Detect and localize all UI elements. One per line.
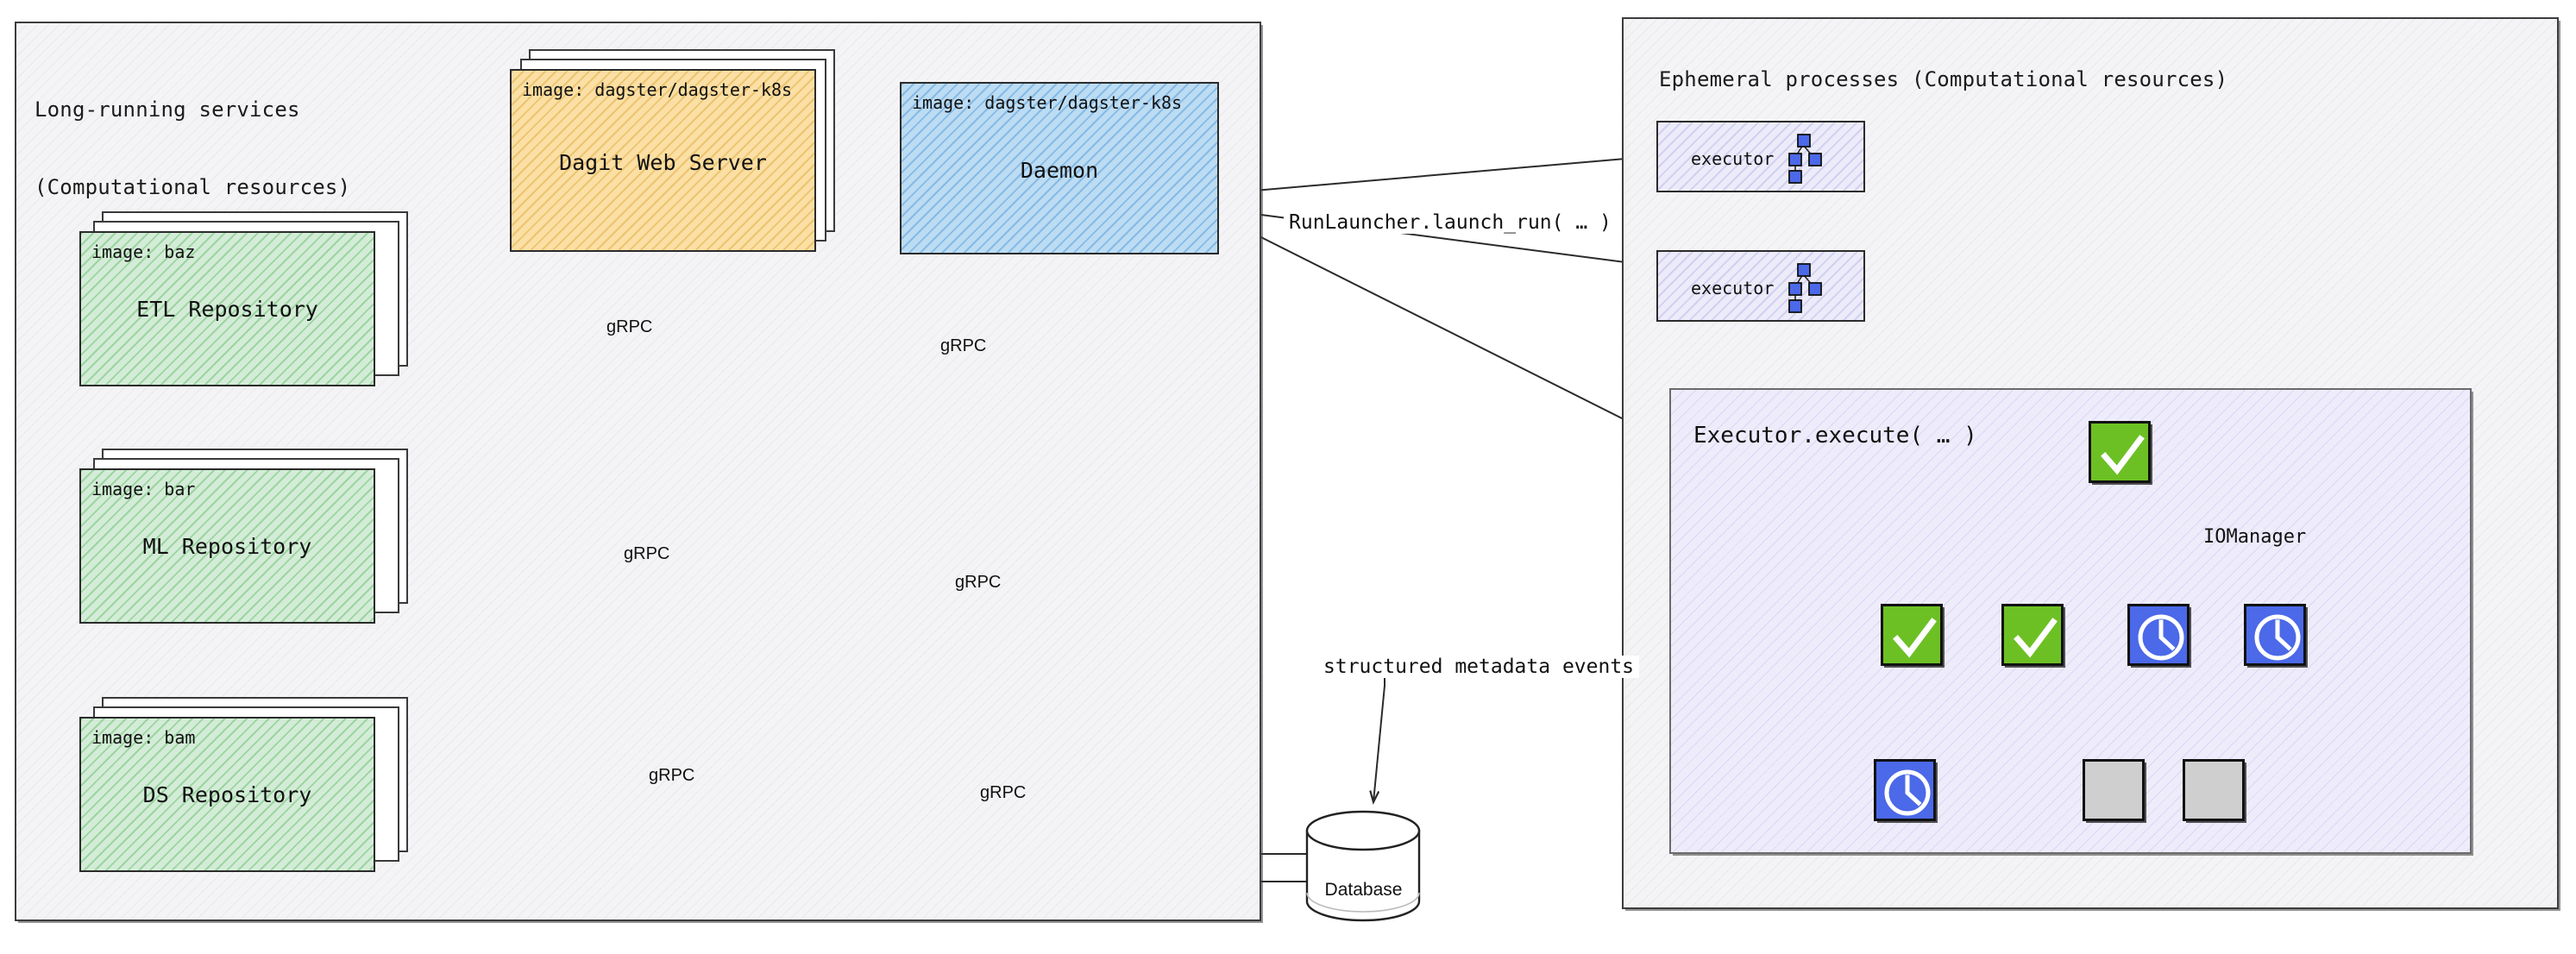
- grpc-label-1: gRPC: [606, 317, 653, 336]
- dag-node-e[interactable]: [1874, 759, 1936, 821]
- daemon-image-label: image: dagster/dagster-k8s: [912, 92, 1183, 113]
- executor-box-2[interactable]: executor: [1656, 250, 1865, 322]
- repo-ds-title: DS Repository: [142, 782, 312, 807]
- dagit-image-label: image: dagster/dagster-k8s: [522, 79, 793, 100]
- dag-node-a[interactable]: [1881, 604, 1943, 666]
- dag-node-d[interactable]: [2244, 604, 2306, 666]
- dag-node-f[interactable]: [2083, 759, 2145, 821]
- grpc-label-4: gRPC: [955, 573, 1002, 592]
- panel-executor-execute: [1669, 388, 2472, 854]
- clock-icon: [2138, 614, 2184, 661]
- io-manager-label: IOManager: [2203, 526, 2307, 548]
- daemon-title: Daemon: [1020, 158, 1099, 183]
- executor-box-1[interactable]: executor: [1656, 121, 1865, 192]
- repo-etl-image-label: image: baz: [91, 242, 196, 262]
- grpc-label-3: gRPC: [624, 544, 670, 563]
- daemon-box[interactable]: image: dagster/dagster-k8s Daemon: [900, 82, 1219, 254]
- executor-label-1: executor: [1691, 148, 1775, 169]
- dag-node-g[interactable]: [2183, 759, 2245, 821]
- repo-etl-title: ETL Repository: [136, 297, 318, 322]
- grpc-label-6: gRPC: [980, 783, 1027, 802]
- check-icon: [2101, 435, 2145, 475]
- run-launcher-label: RunLauncher.launch_run( … ): [1284, 211, 1617, 234]
- clock-icon: [1884, 769, 1931, 816]
- repository-ds-box[interactable]: image: bam DS Repository: [79, 717, 375, 872]
- repository-etl-box[interactable]: image: baz ETL Repository: [79, 231, 375, 386]
- panel-ephemeral-processes-title: Ephemeral processes (Computational resou…: [1659, 67, 2228, 91]
- panel-title-line-1: Long-running services: [35, 97, 300, 122]
- grpc-label-2: gRPC: [940, 336, 987, 355]
- database-label: Database: [1324, 880, 1403, 900]
- repo-ml-image-label: image: bar: [91, 479, 196, 499]
- check-icon: [1893, 618, 1937, 658]
- repo-ds-image-label: image: bam: [91, 727, 196, 748]
- dag-node-b[interactable]: [2001, 604, 2064, 666]
- dagit-title: Dagit Web Server: [559, 150, 767, 175]
- check-icon: [2014, 618, 2058, 658]
- grpc-label-5: gRPC: [649, 766, 695, 785]
- dag-mini-icon-2: [1788, 263, 1822, 313]
- executor-execute-title: Executor.execute( … ): [1693, 423, 1977, 449]
- dag-node-root[interactable]: [2089, 421, 2151, 483]
- repo-ml-title: ML Repository: [142, 534, 312, 559]
- dag-mini-icon-1: [1788, 134, 1822, 184]
- clock-icon: [2254, 614, 2301, 661]
- panel-long-running-services-title: Long-running services (Computational res…: [35, 45, 350, 252]
- executor-label-2: executor: [1691, 278, 1775, 298]
- panel-title-line-2: (Computational resources): [35, 175, 351, 199]
- dag-node-c[interactable]: [2127, 604, 2190, 666]
- dagit-web-server-box[interactable]: image: dagster/dagster-k8s Dagit Web Ser…: [510, 69, 816, 252]
- metadata-events-label: structured metadata events: [1318, 656, 1640, 678]
- repository-ml-box[interactable]: image: bar ML Repository: [79, 468, 375, 624]
- database-cylinder[interactable]: [1294, 807, 1432, 945]
